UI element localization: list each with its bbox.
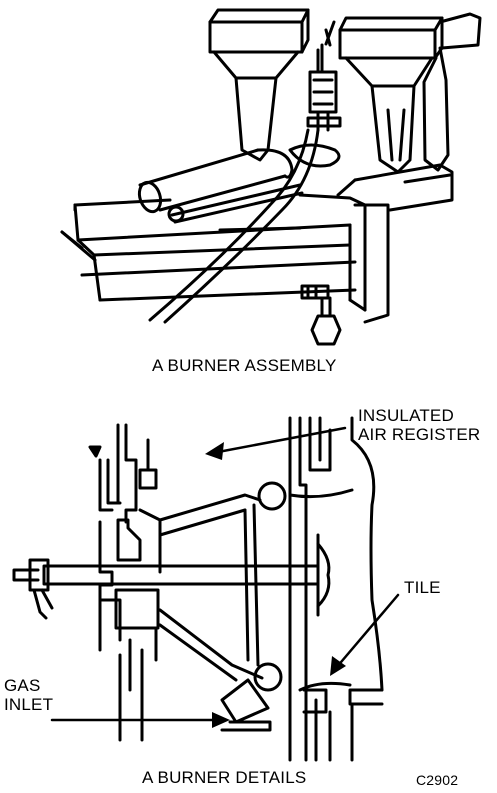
burner-details-drawing: [12, 416, 384, 762]
burner-housing: [60, 163, 454, 324]
insulated-air-register-line1: INSULATED: [358, 406, 454, 425]
insulated-air-register-arrowhead: [205, 442, 224, 460]
right-air-boxes: [338, 12, 482, 174]
callout-leaders: [50, 426, 400, 722]
gas-inlet-arrowhead: [212, 712, 230, 728]
tile-arrowhead: [330, 656, 346, 676]
burner-cylinder: [137, 148, 304, 224]
callout-arrowheads: [205, 442, 346, 728]
gas-inlet-callout: GAS INLET: [4, 676, 64, 714]
gas-lines: [148, 128, 341, 324]
gas-inlet-line1: GAS: [4, 676, 41, 695]
tile-callout: TILE: [404, 578, 441, 597]
gas-valve: [300, 284, 342, 346]
tile-leader: [334, 593, 400, 670]
top-figure-caption: A BURNER ASSEMBLY: [152, 356, 337, 375]
left-air-box: [208, 8, 310, 162]
insulated-air-register-callout: INSULATED AIR REGISTER: [358, 406, 497, 444]
figure-code: C2902: [416, 772, 459, 788]
gas-inlet-line2: INLET: [4, 695, 54, 714]
insulated-air-register-leader: [216, 426, 347, 454]
bottom-figure-caption: A BURNER DETAILS: [142, 768, 307, 787]
insulated-air-register-line2: AIR REGISTER: [358, 425, 481, 444]
igniter-assembly: [306, 20, 342, 132]
